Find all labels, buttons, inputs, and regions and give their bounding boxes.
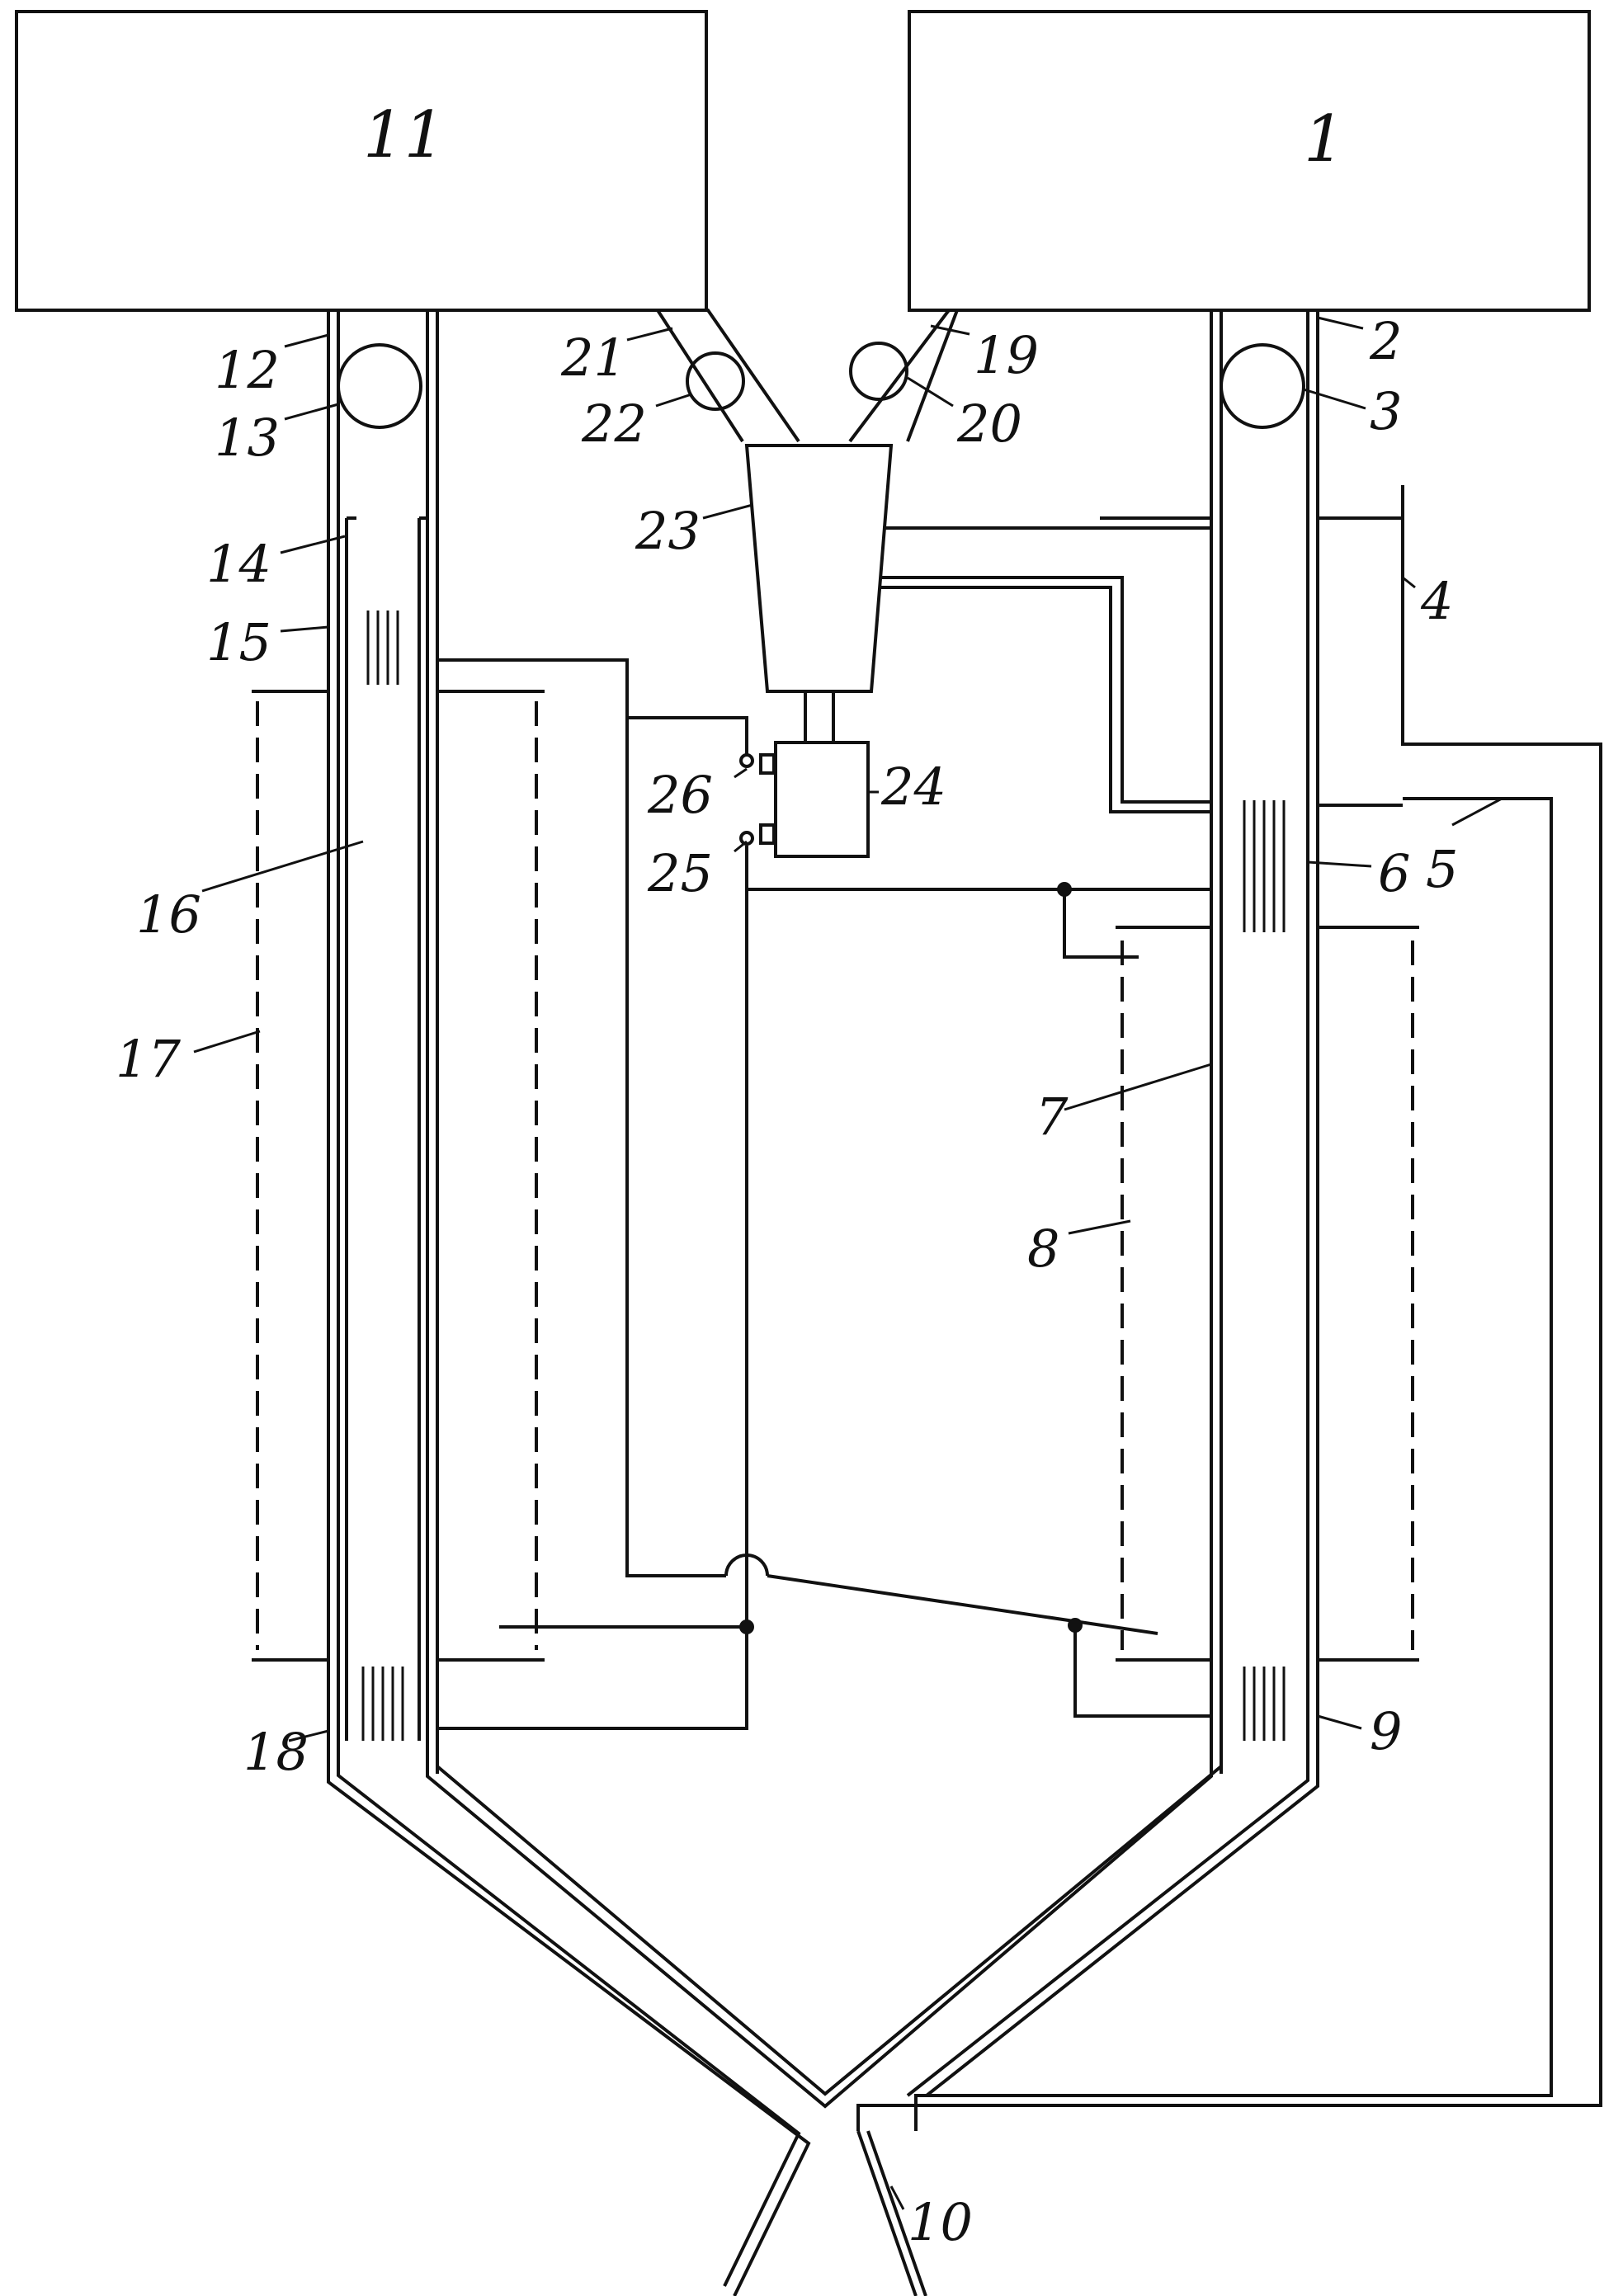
left-hatch-top — [368, 611, 398, 685]
left-pump-13 — [338, 345, 421, 427]
label-1: 1 — [1304, 102, 1345, 177]
left-tank-17 — [252, 691, 545, 1660]
right-hatch-top — [1244, 800, 1284, 932]
label-15: 15 — [206, 612, 271, 672]
box-11 — [17, 12, 706, 310]
label-7: 7 — [1036, 1087, 1069, 1147]
junction-a — [1057, 882, 1072, 897]
label-9: 9 — [1370, 1701, 1402, 1761]
label-6: 6 — [1378, 843, 1410, 903]
left-riser — [328, 310, 437, 1774]
left-hatch-bottom — [363, 1667, 403, 1741]
label-16: 16 — [136, 884, 201, 945]
label-4: 4 — [1420, 571, 1453, 631]
label-11: 11 — [363, 98, 445, 172]
label-26: 26 — [647, 765, 713, 825]
junction-c — [1068, 1618, 1083, 1633]
label-24: 24 — [880, 757, 946, 817]
bottom-funnel — [328, 1766, 1318, 2296]
right-pump-3 — [1221, 345, 1304, 427]
label-10: 10 — [908, 2192, 973, 2252]
label-3: 3 — [1370, 381, 1402, 441]
label-22: 22 — [581, 394, 647, 454]
terminal-25 — [761, 825, 774, 843]
right-hatch-bottom — [1244, 1667, 1284, 1741]
terminal-26-dot — [741, 755, 753, 766]
right-riser — [1211, 310, 1318, 1774]
label-17: 17 — [116, 1029, 181, 1089]
right-tank-8 — [1116, 927, 1419, 1660]
leader-lines — [194, 318, 1502, 2209]
valve-20 — [851, 343, 907, 399]
label-2: 2 — [1369, 311, 1402, 371]
label-12: 12 — [215, 340, 280, 400]
label-20: 20 — [956, 394, 1022, 454]
box-1 — [909, 12, 1589, 310]
label-23: 23 — [635, 501, 701, 561]
label-14: 14 — [206, 534, 271, 594]
feed-branches — [658, 310, 957, 441]
label-21: 21 — [560, 328, 626, 388]
terminal-26 — [761, 755, 774, 773]
label-5: 5 — [1426, 839, 1458, 899]
label-18: 18 — [243, 1722, 309, 1782]
label-13: 13 — [215, 408, 280, 468]
label-25: 25 — [647, 843, 713, 903]
hopper-23 — [747, 446, 891, 691]
pipe-4-5 — [858, 485, 1601, 2131]
control-lines — [437, 660, 1211, 1728]
device-24 — [776, 743, 868, 856]
label-19: 19 — [974, 325, 1039, 385]
label-8: 8 — [1027, 1219, 1059, 1279]
junction-b — [739, 1619, 754, 1634]
